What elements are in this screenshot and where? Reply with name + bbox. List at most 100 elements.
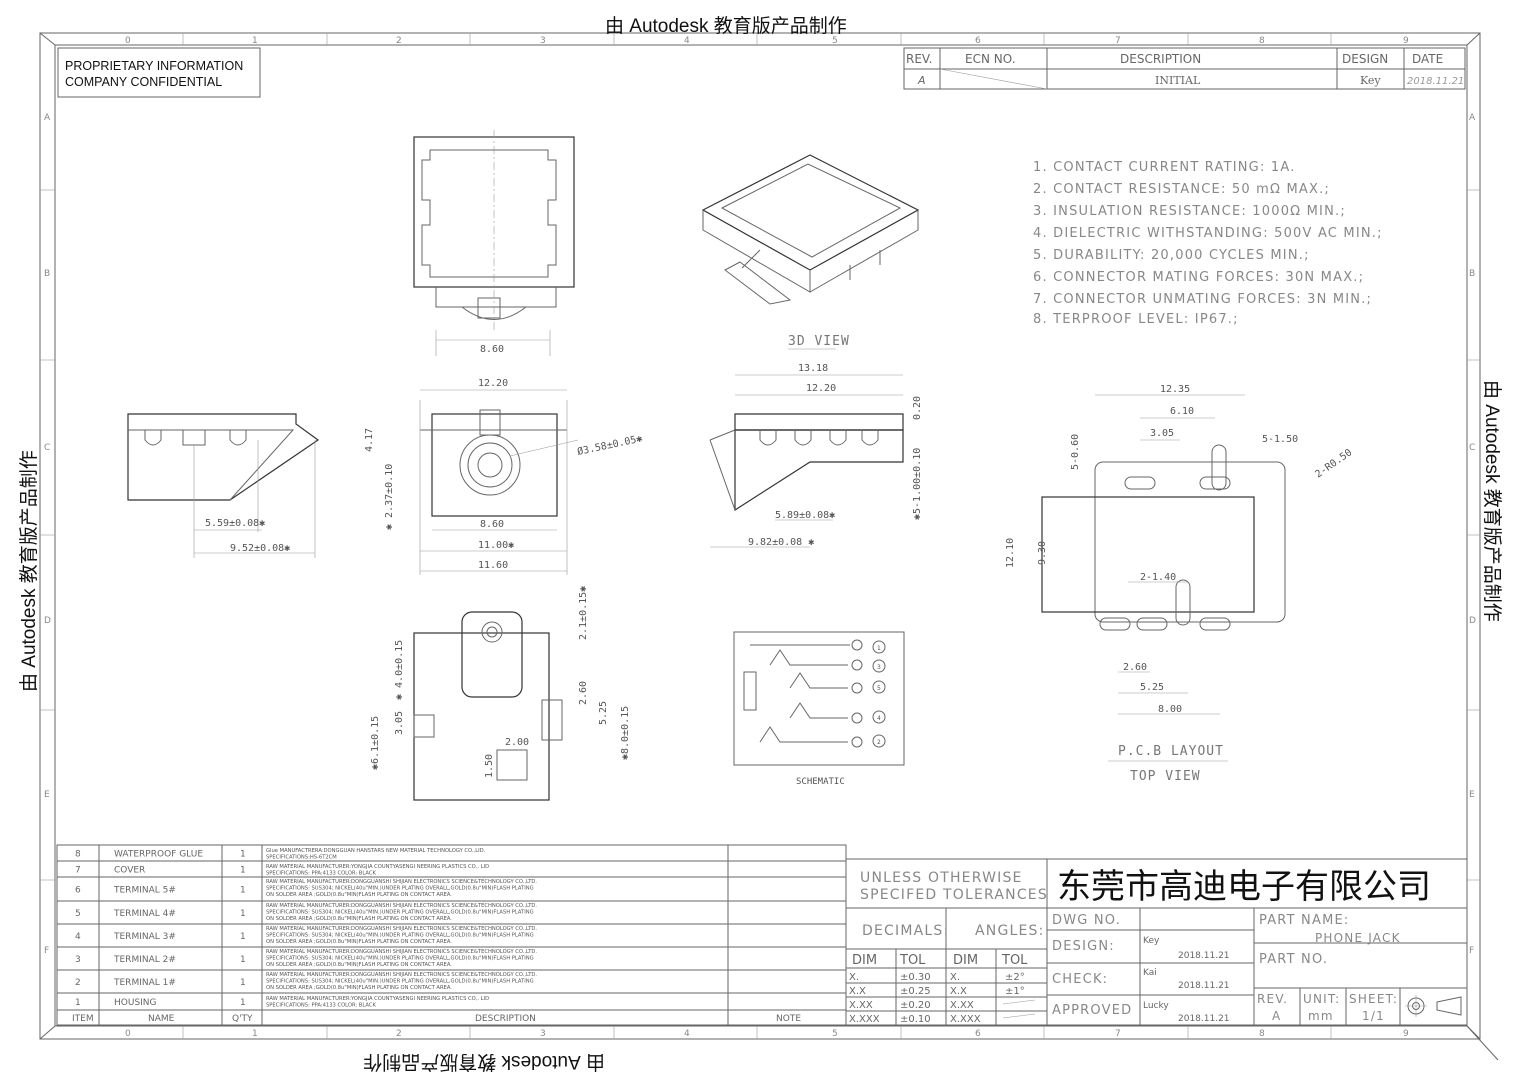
svg-text:12.35: 12.35 [1160, 384, 1190, 395]
svg-text:11.60: 11.60 [478, 560, 508, 571]
bom-desc-line: ON SOLDER AREA ;GOLD(0.8u"MIN)FLASH PLAT… [266, 985, 452, 991]
spec-notes: 1. CONTACT CURRENT RATING: 1A. 2. CONTAC… [1033, 160, 1383, 327]
svg-text:5. DURABILITY: 20,000 CYCLES M: 5. DURABILITY: 20,000 CYCLES MIN.; [1033, 248, 1310, 263]
bom-name: TERMINAL 5# [113, 886, 176, 896]
svg-text:CHECK:: CHECK: [1052, 972, 1108, 987]
bom-name: TERMINAL 4# [113, 909, 176, 919]
svg-text:6. CONNECTOR MATING FORCES: 30: 6. CONNECTOR MATING FORCES: 30N MAX.; [1033, 270, 1364, 285]
svg-text:东莞市高迪电子有限公司: 东莞市高迪电子有限公司 [1057, 867, 1431, 907]
svg-text:SPECIFED TOLERANCES: SPECIFED TOLERANCES [860, 887, 1048, 903]
svg-text:2: 2 [396, 1029, 402, 1039]
svg-text:✱5-1.00±0.10: ✱5-1.00±0.10 [912, 448, 923, 520]
svg-text:Key: Key [1143, 936, 1160, 946]
svg-text:7: 7 [1115, 1029, 1121, 1039]
svg-text:COMPANY CONFIDENTIAL: COMPANY CONFIDENTIAL [65, 75, 222, 89]
bom-item: 5 [75, 909, 81, 919]
svg-text:1. CONTACT CURRENT RATING: 1A.: 1. CONTACT CURRENT RATING: 1A. [1033, 160, 1296, 175]
svg-text:0: 0 [125, 36, 131, 46]
svg-text:mm: mm [1308, 1009, 1334, 1023]
bom-header: ITEM NAME Q'TY DESCRIPTION NOTE [72, 1014, 801, 1024]
3d-view-drawing: 3D VIEW [701, 154, 920, 350]
bom-qty: 1 [240, 978, 246, 988]
svg-text:TOP VIEW: TOP VIEW [1130, 769, 1201, 784]
pcb-layout-drawing: 12.35 6.10 3.05 5-1.50 5-0.60 2-R0.50 12… [1005, 384, 1354, 784]
svg-text:NOTE: NOTE [776, 1014, 801, 1024]
bom-desc-line: SPECIFICATIONS: SUS304; NICKEL(40u"MIN.)… [266, 956, 534, 962]
proprietary-box: PROPRIETARY INFORMATION COMPANY CONFIDEN… [57, 47, 261, 98]
svg-text:12.20: 12.20 [478, 378, 508, 389]
bom-qty: 1 [240, 866, 246, 876]
svg-text:4. DIELECTRIC WITHSTANDING: 50: 4. DIELECTRIC WITHSTANDING: 500V AC MIN.… [1033, 226, 1383, 241]
bom-item: 1 [75, 998, 81, 1008]
svg-text:SHEET:: SHEET: [1349, 992, 1398, 1006]
bom-name: TERMINAL 3# [113, 932, 176, 942]
svg-text:TOL: TOL [899, 953, 926, 968]
svg-text:4: 4 [684, 36, 690, 46]
svg-text:2.60: 2.60 [1123, 662, 1147, 673]
svg-text:A: A [44, 113, 51, 123]
svg-text:2-1.40: 2-1.40 [1140, 572, 1176, 583]
svg-text:PROPRIETARY INFORMATION: PROPRIETARY INFORMATION [65, 59, 243, 73]
revision-block: REV. ECN NO. DESCRIPTION DESIGN DATE A I… [903, 47, 1466, 90]
svg-text:P.C.B LAYOUT: P.C.B LAYOUT [1118, 744, 1224, 759]
inner-frame [54, 44, 1468, 1027]
bom-item: 4 [75, 932, 81, 942]
svg-text:X.: X. [950, 972, 960, 983]
title-block: UNLESS OTHERWISE SPECIFED TOLERANCES 东莞市… [845, 858, 1468, 1026]
svg-text:5: 5 [877, 685, 881, 692]
svg-text:±0.10: ±0.10 [900, 1014, 931, 1025]
bom-desc-line: ON SOLDER AREA ;GOLD(0.8u"MIN)FLASH PLAT… [266, 962, 452, 968]
svg-text:5-0.60: 5-0.60 [1070, 434, 1081, 470]
svg-text:0: 0 [125, 1029, 131, 1039]
svg-text:REV.: REV. [1257, 992, 1288, 1006]
svg-text:ANGLES:: ANGLES: [975, 923, 1045, 939]
svg-text:2.00: 2.00 [505, 737, 529, 748]
svg-text:X.: X. [849, 972, 859, 983]
svg-text:DECIMALS:: DECIMALS: [862, 923, 949, 939]
top-view-drawing: 8.60 [413, 130, 575, 356]
bom-item: 7 [75, 866, 81, 876]
bom-desc-line: SPECIFICATIONS: PPA:4133 COLOR: BLACK [266, 1003, 376, 1009]
bom-qty: 1 [240, 998, 246, 1008]
svg-text:REV.: REV. [906, 52, 932, 66]
svg-text:PHONE JACK: PHONE JACK [1315, 931, 1401, 945]
svg-text:5.25: 5.25 [598, 701, 609, 725]
svg-text:DESCRIPTION: DESCRIPTION [475, 1014, 536, 1024]
watermark-left: 由 Autodesk 教育版产品制作 [18, 450, 40, 692]
svg-text:3: 3 [540, 1029, 546, 1039]
svg-text:A: A [917, 74, 926, 87]
svg-text:X.XXX: X.XXX [950, 1014, 981, 1025]
svg-text:8.60: 8.60 [480, 344, 504, 355]
svg-text:C: C [44, 443, 50, 453]
svg-text:DIM: DIM [953, 953, 978, 968]
svg-text:12.10: 12.10 [1005, 538, 1016, 568]
svg-text:C: C [1469, 443, 1475, 453]
bom-desc-line: ON SOLDER AREA ;GOLD(0.8u"MIN)FLASH PLAT… [266, 939, 452, 945]
svg-text:11.00✱: 11.00✱ [478, 540, 514, 551]
svg-text:F: F [1469, 946, 1474, 956]
svg-text:±0.25: ±0.25 [900, 986, 931, 997]
side-view-left: 5.59±0.08✱ 9.52±0.08✱ [127, 413, 320, 558]
bom-desc-line: SPECIFICATIONS: SUS304; NICKEL(40u"MIN.)… [266, 933, 534, 939]
svg-text:3: 3 [877, 664, 881, 671]
svg-text:3: 3 [540, 36, 546, 46]
svg-text:9.30: 9.30 [1037, 541, 1048, 565]
svg-text:✱8.0±0.15: ✱8.0±0.15 [620, 706, 631, 760]
svg-text:B: B [44, 269, 50, 279]
bom-name: COVER [114, 866, 145, 876]
bom-name: WATERPROOF GLUE [114, 850, 203, 860]
svg-text:2.60: 2.60 [578, 681, 589, 705]
svg-text:PART NAME:: PART NAME: [1259, 913, 1350, 928]
svg-text:TOL: TOL [1001, 953, 1028, 968]
svg-text:±0.30: ±0.30 [900, 972, 931, 983]
svg-text:7. CONNECTOR UNMATING FORCES:: 7. CONNECTOR UNMATING FORCES: 3N MIN.; [1033, 292, 1372, 307]
svg-text:8.00: 8.00 [1158, 704, 1182, 715]
svg-text:B: B [1469, 269, 1475, 279]
svg-text:±2°: ±2° [1005, 972, 1025, 983]
svg-text:6: 6 [975, 1029, 981, 1039]
svg-text:1: 1 [252, 1029, 258, 1039]
